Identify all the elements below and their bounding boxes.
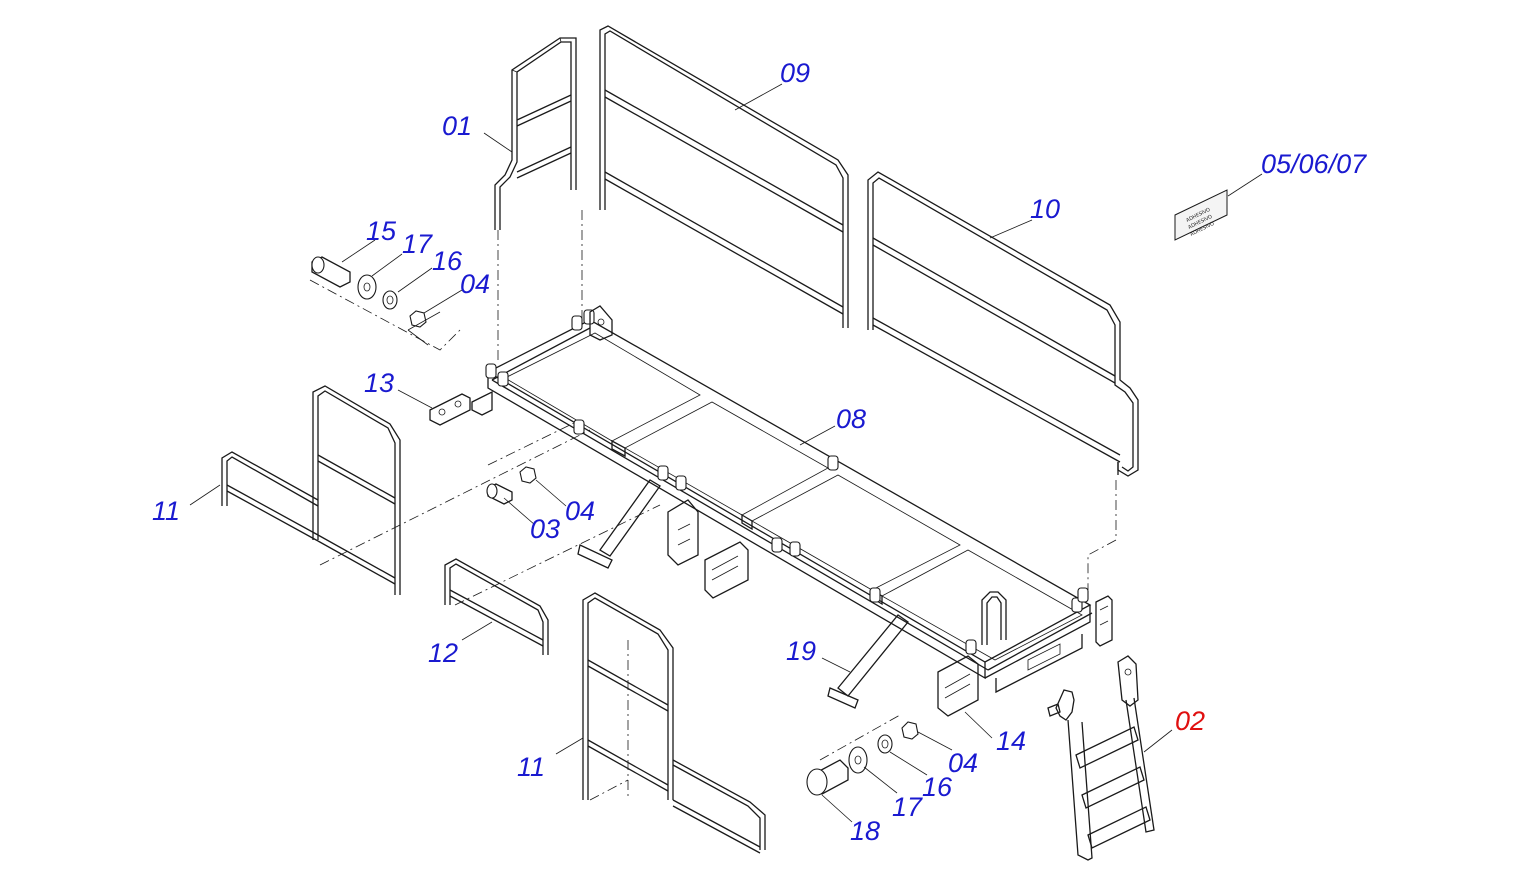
callout-11-left: 11	[152, 496, 180, 526]
assembly-guide-lines	[309, 210, 1117, 801]
part-11-rail-left	[221, 385, 401, 595]
callout-16-lower: 16	[922, 772, 953, 802]
part-10-handrail	[867, 171, 1139, 477]
part-13-bracket	[429, 393, 471, 426]
part-09-handrail	[599, 25, 849, 328]
callout-08: 08	[836, 404, 866, 434]
callout-03: 03	[530, 514, 560, 544]
callout-18: 18	[850, 816, 880, 846]
callout-10: 10	[1030, 194, 1060, 224]
callout-04-middle: 04	[565, 496, 595, 526]
callout-17-lower: 17	[892, 792, 923, 822]
callout-05-06-07: 05/06/07	[1261, 149, 1367, 179]
part-12-step-rail	[444, 558, 549, 655]
callout-14: 14	[996, 726, 1026, 756]
part-02-folding-ladder	[1047, 655, 1155, 861]
part-11-rail-lower	[582, 592, 766, 854]
callout-labels: 01 09 05/06/07 10 15 17 16 04 13 08 11 0…	[152, 58, 1367, 846]
callout-01: 01	[442, 111, 472, 141]
callout-15: 15	[366, 216, 397, 246]
callout-02: 02	[1175, 706, 1205, 736]
part-01-end-rail	[494, 37, 577, 230]
part-05-06-07-decal: ADHESIVO ADHESIVO ADHESIVO	[1174, 189, 1228, 241]
callout-04-lower: 04	[948, 748, 978, 778]
upper-fastener-set	[311, 256, 441, 346]
part-08-platform-frame	[471, 305, 1113, 717]
callout-09: 09	[780, 58, 810, 88]
callout-04-upper: 04	[460, 269, 490, 299]
callout-12: 12	[428, 638, 458, 668]
callout-13: 13	[364, 368, 394, 398]
lower-fastener-set	[806, 721, 919, 796]
callout-16-upper: 16	[432, 246, 463, 276]
callout-17-upper: 17	[402, 229, 433, 259]
middle-fastener-set	[486, 466, 537, 505]
leader-lines	[189, 83, 1263, 823]
callout-19: 19	[786, 636, 816, 666]
callout-11-lower: 11	[517, 752, 545, 782]
